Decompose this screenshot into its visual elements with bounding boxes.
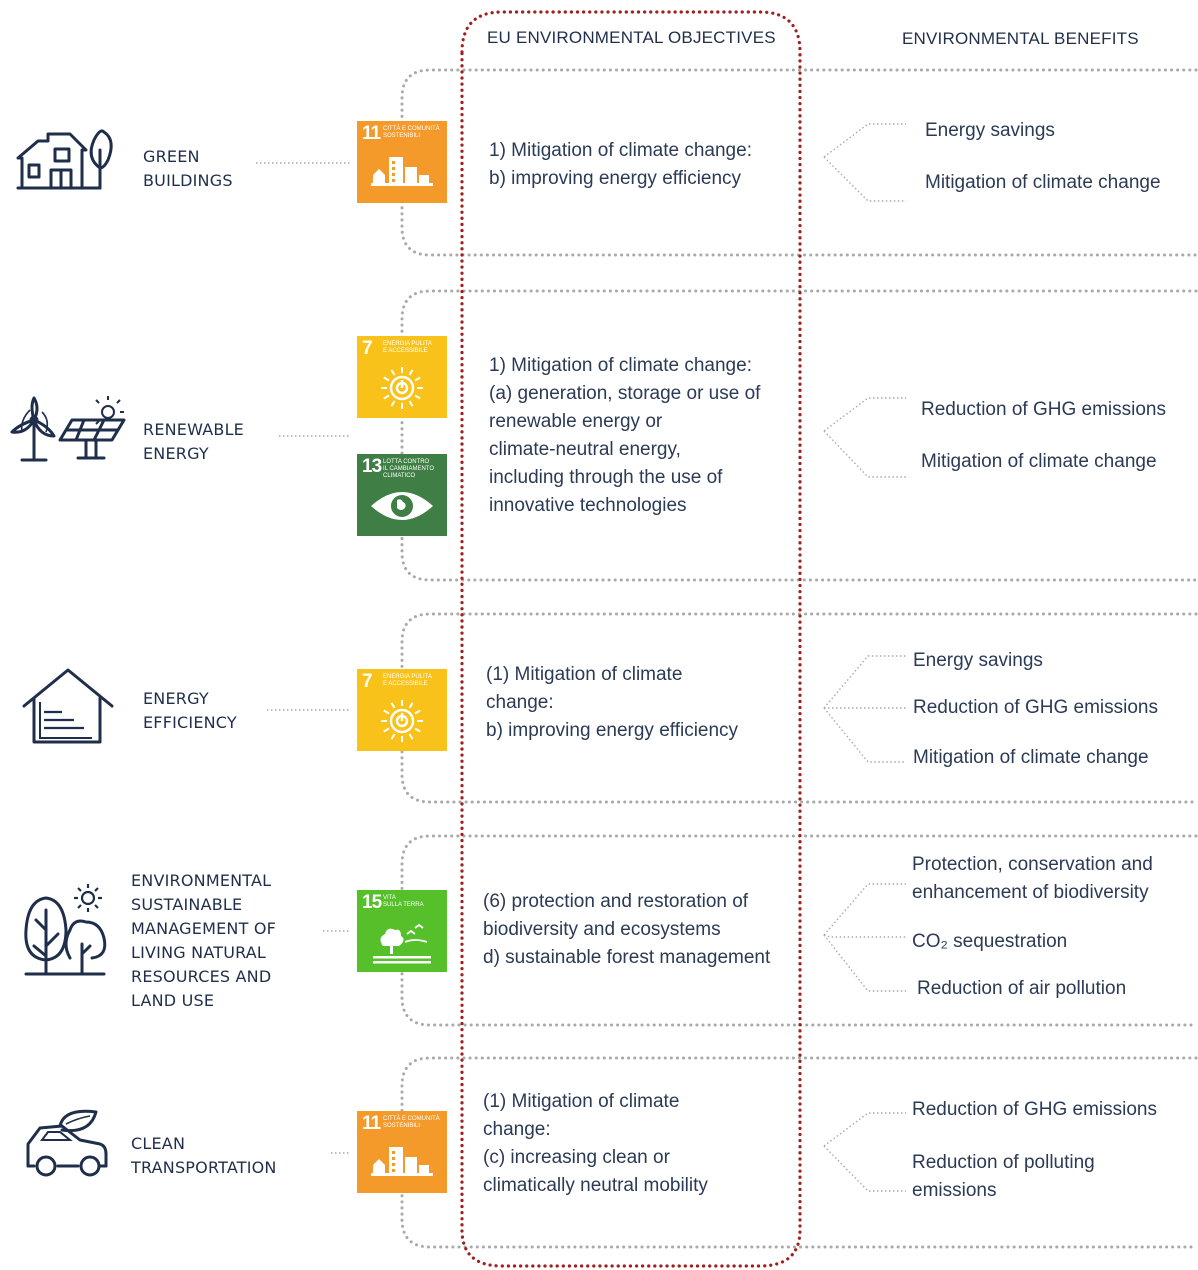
trees-sun-icon	[24, 884, 107, 976]
benefit-connector	[823, 883, 906, 936]
benefit-ghg-reduction: Reduction of GHG emissions	[912, 1099, 1157, 1120]
category-clean-transportation: CLEAN TRANSPORTATION	[131, 1132, 277, 1180]
objective-line: (c) increasing clean or	[483, 1147, 670, 1168]
wind-solar-icon	[10, 396, 126, 462]
category-line: LIVING NATURAL	[131, 943, 267, 962]
benefit-connector	[823, 707, 906, 763]
benefit-connector	[823, 123, 906, 158]
objective-line: climate-neutral energy,	[489, 439, 681, 460]
benefit-mitigation: Mitigation of climate change	[913, 747, 1149, 768]
category-natural-resources: ENVIRONMENTAL SUSTAINABLE MANAGEMENT OF …	[131, 869, 276, 1013]
objective-clean-mobility: (1) Mitigation of climate change: (c) in…	[483, 1088, 708, 1200]
benefit-connector	[823, 1145, 906, 1192]
sdg-number: 13	[362, 456, 382, 477]
benefit-biodiversity: Protection, conservation and enhancement…	[912, 854, 1153, 903]
objective-line: (1) Mitigation of climate	[486, 664, 683, 685]
benefit-connector	[823, 156, 906, 202]
benefit-energy-savings: Energy savings	[913, 650, 1043, 671]
benefit-air-pollution: Reduction of air pollution	[917, 978, 1127, 999]
objective-line: biodiversity and ecosystems	[483, 919, 721, 940]
benefit-mitigation: Mitigation of climate change	[921, 451, 1157, 472]
objective-biodiversity: (6) protection and restoration of biodiv…	[483, 888, 770, 972]
row-frame	[400, 289, 1198, 582]
objective-line: change:	[483, 1119, 551, 1140]
benefit-mitigation: Mitigation of climate change	[925, 172, 1161, 193]
objective-energy-efficiency: (1) Mitigation of climate change: b) imp…	[486, 661, 738, 745]
objectives-header: EU ENVIRONMENTAL OBJECTIVES	[487, 28, 776, 47]
objective-line: including through the use of	[489, 467, 723, 488]
benefit-connector	[823, 934, 906, 992]
category-line: BUILDINGS	[143, 171, 233, 190]
city-buildings-icon	[357, 1111, 447, 1193]
objective-line: renewable energy or	[489, 411, 663, 432]
objective-line: change:	[486, 692, 554, 713]
category-line: ENERGY	[143, 444, 209, 463]
category-line: MANAGEMENT OF	[131, 919, 277, 938]
benefit-polluting-emissions: Reduction of polluting emissions	[912, 1152, 1095, 1201]
objective-line: d) sustainable forest management	[483, 947, 771, 968]
tree-birds-icon	[357, 890, 447, 972]
category-line: SUSTAINABLE	[131, 895, 243, 914]
benefit-connector	[823, 397, 906, 432]
category-line: LAND USE	[131, 991, 215, 1010]
benefit-connector	[823, 1112, 906, 1147]
benefit-co2-sequestration: CO₂ sequestration	[912, 931, 1068, 952]
category-line: GREEN	[143, 147, 200, 166]
objective-line: (a) generation, storage or use of	[489, 383, 761, 404]
category-line: EFFICIENCY	[143, 713, 237, 732]
objective-line: climatically neutral mobility	[483, 1175, 708, 1196]
category-line: CLEAN	[131, 1134, 186, 1153]
category-line: ENERGY	[143, 689, 209, 708]
sdg-number: 11	[362, 123, 381, 144]
objective-renewable-energy: 1) Mitigation of climate change: (a) gen…	[489, 352, 760, 520]
objective-line: 1) Mitigation of climate change:	[489, 140, 752, 161]
category-line: TRANSPORTATION	[131, 1158, 277, 1177]
sdg-number: 11	[362, 1113, 381, 1134]
benefit-connector	[823, 655, 906, 709]
benefits-header: ENVIRONMENTAL BENEFITS	[902, 29, 1139, 48]
earth-eye-icon	[357, 454, 447, 536]
sdg-number: 7	[362, 671, 373, 692]
objective-line: (1) Mitigation of climate	[483, 1091, 680, 1112]
benefit-ghg-reduction: Reduction of GHG emissions	[913, 697, 1158, 718]
sun-power-icon	[357, 669, 447, 751]
category-line: ENVIRONMENTAL	[131, 871, 272, 890]
house-efficiency-icon	[22, 668, 114, 744]
sdg-number: 7	[362, 338, 373, 359]
objective-green-buildings: 1) Mitigation of climate change: b) impr…	[489, 137, 752, 193]
benefit-energy-savings: Energy savings	[925, 120, 1055, 141]
electric-car-icon	[26, 1109, 108, 1177]
category-energy-efficiency: ENERGY EFFICIENCY	[143, 687, 237, 735]
category-line: RESOURCES AND	[131, 967, 272, 986]
objective-line: b) improving energy efficiency	[486, 720, 739, 741]
objectives-frame	[460, 10, 802, 1268]
benefit-connector	[823, 934, 906, 938]
benefit-ghg-reduction: Reduction of GHG emissions	[921, 399, 1166, 420]
category-renewable-energy: RENEWABLE ENERGY	[143, 418, 244, 466]
objective-line: 1) Mitigation of climate change:	[489, 355, 752, 376]
objective-line: b) improving energy efficiency	[489, 168, 742, 189]
benefit-connector	[823, 430, 906, 478]
sdg-number: 15	[362, 892, 382, 913]
sun-power-icon	[357, 336, 447, 418]
objective-line: innovative technologies	[489, 495, 687, 516]
green-building-icon	[16, 129, 113, 190]
category-green-buildings: GREEN BUILDINGS	[143, 145, 233, 193]
category-line: RENEWABLE	[143, 420, 244, 439]
city-buildings-icon	[357, 121, 447, 203]
objective-line: (6) protection and restoration of	[483, 891, 749, 912]
